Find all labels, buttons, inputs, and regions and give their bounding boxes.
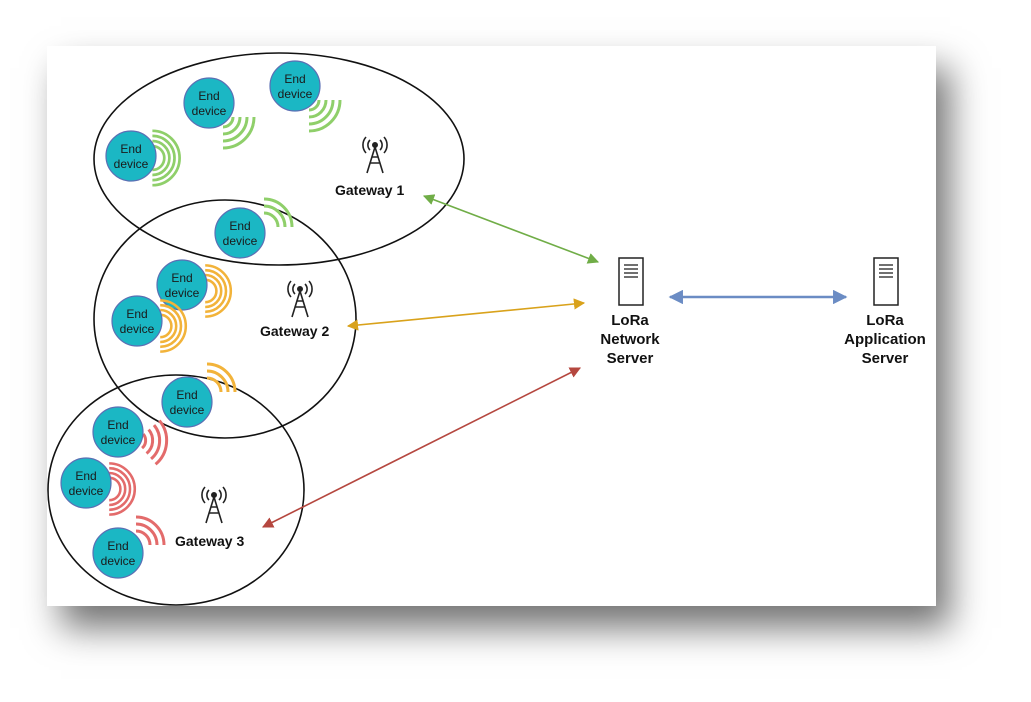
network-server-label-line1: LoRa — [611, 312, 649, 329]
end-device-node — [92, 527, 144, 579]
gateway-1-label: Gateway 1 — [335, 182, 404, 198]
end-device-node — [269, 60, 321, 112]
end-device-label-line1: End — [107, 539, 128, 553]
wave-signal-icon — [109, 462, 137, 516]
application-server-label-line3: Server — [862, 350, 909, 367]
end-device-label-line1: End — [198, 89, 219, 103]
end-device-node — [214, 207, 266, 259]
wave-signal-icon — [222, 116, 256, 150]
antenna-tower-icon — [201, 486, 227, 524]
wave-signal-icon — [205, 264, 233, 318]
link-gateway-1-network-server — [422, 194, 600, 264]
end-device-g2-a: End device — [156, 259, 233, 318]
gateway-1-coverage — [93, 52, 465, 266]
end-device-label-line1: End — [120, 142, 141, 156]
network-server-label-line2: Network — [600, 331, 660, 348]
end-device-label-line2: device — [101, 433, 136, 447]
wave-signal-icon — [152, 129, 181, 187]
end-device-label-line1: End — [284, 72, 305, 86]
end-device-label-line2: device — [114, 157, 149, 171]
end-device-label-line2: device — [278, 87, 313, 101]
wave-signal-icon — [135, 515, 166, 546]
end-device-label-line2: device — [101, 554, 136, 568]
end-device-node — [156, 259, 208, 311]
end-device-label-line1: End — [75, 469, 96, 483]
end-device-g1-d: End device — [214, 197, 294, 259]
end-device-label-line2: device — [165, 286, 200, 300]
application-server-label-line2: Application — [844, 331, 926, 348]
application-server-label-line1: LoRa — [866, 312, 904, 329]
link-gateway-3-network-server — [261, 367, 582, 528]
gateway-3-label: Gateway 3 — [175, 533, 244, 549]
end-device-g1-b: End device — [269, 60, 342, 133]
wave-signal-icon — [206, 362, 237, 393]
end-device-label-line2: device — [192, 104, 227, 118]
end-device-label-line2: device — [170, 403, 205, 417]
end-device-g2-b: End device — [111, 295, 188, 353]
end-device-g2-c: End device — [161, 362, 237, 428]
end-device-g1-a: End device — [183, 77, 256, 150]
network-server-label-line3: Server — [607, 350, 654, 367]
end-device-node — [183, 77, 235, 129]
end-device-node — [105, 130, 157, 182]
end-device-label-line2: device — [223, 234, 258, 248]
antenna-tower-icon — [362, 136, 388, 174]
antenna-tower-icon — [287, 280, 313, 318]
end-device-node — [92, 406, 144, 458]
end-device-node — [111, 295, 163, 347]
end-device-label-line1: End — [171, 271, 192, 285]
end-device-g1-c: End device — [105, 129, 181, 187]
wave-signal-icon — [263, 197, 294, 228]
end-device-g3-b: End device — [60, 457, 137, 516]
end-device-label-line1: End — [229, 219, 250, 233]
server-icon — [618, 257, 644, 306]
end-device-node — [161, 376, 213, 428]
end-device-label-line1: End — [107, 418, 128, 432]
gateway-2-label: Gateway 2 — [260, 323, 329, 339]
end-device-g3-a: End device — [92, 406, 169, 466]
server-icon — [873, 257, 899, 306]
end-device-label-line1: End — [126, 307, 147, 321]
end-device-node — [60, 457, 112, 509]
end-device-g3-c: End device — [92, 515, 166, 579]
link-gateway-2-network-server — [346, 298, 586, 331]
end-device-label-line2: device — [69, 484, 104, 498]
wave-signal-icon — [140, 419, 169, 466]
end-device-label-line1: End — [176, 388, 197, 402]
wave-signal-icon — [308, 99, 342, 133]
end-device-label-line2: device — [120, 322, 155, 336]
